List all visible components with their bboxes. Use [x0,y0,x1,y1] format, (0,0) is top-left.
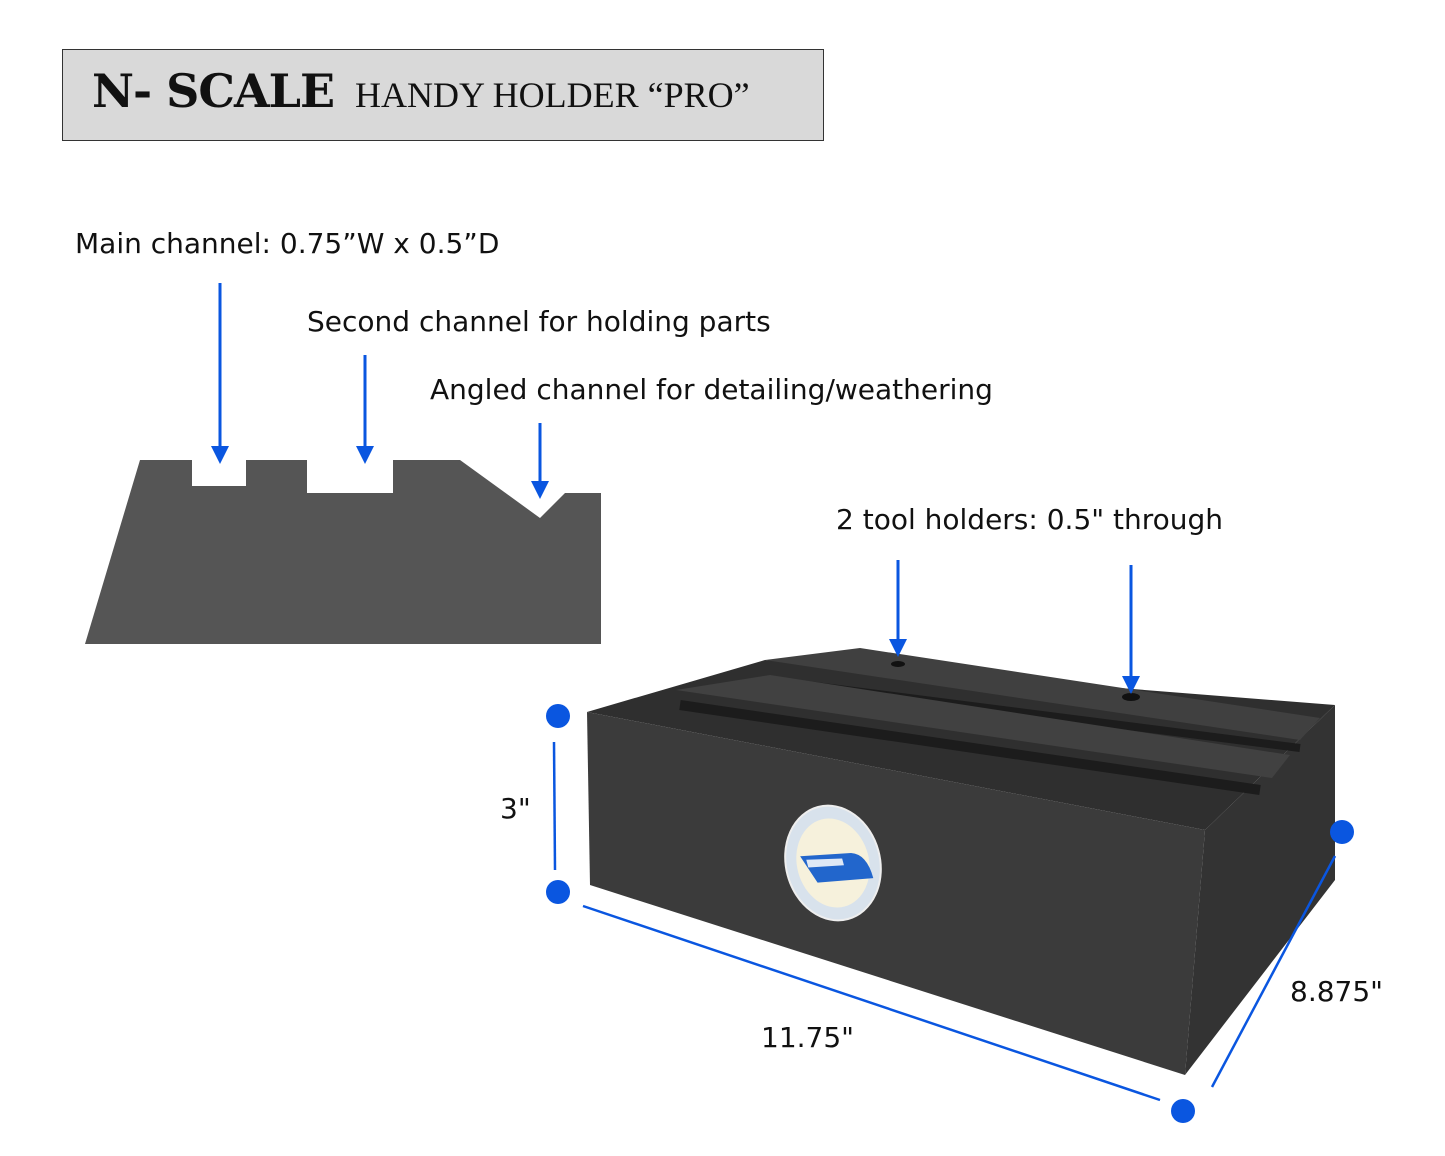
dimension-line-length [582,904,1161,1102]
label-second-channel: Second channel for holding parts [307,305,771,338]
dimension-dot [546,704,570,728]
block-front [587,712,1205,1075]
label-tool-holders: 2 tool holders: 0.5" through [836,503,1224,536]
label-height: 3" [500,792,531,825]
label-length: 11.75" [761,1021,855,1054]
title-box [62,49,824,141]
santa-clarita-logo [784,804,882,922]
block-side [1185,705,1335,1075]
label-depth: 8.875" [1290,975,1384,1008]
dimension-line-height [552,741,557,871]
dimension-dot [1330,820,1354,844]
channel-rear [765,648,1320,740]
dimension-dot [1171,1099,1195,1123]
dimension-dot [546,880,570,904]
label-angled-channel: Angled channel for detailing/weathering [430,373,993,406]
channel-middle [676,675,1290,778]
foam-block-photo [587,648,1335,1075]
tool-hole-1 [891,661,905,667]
title-scale: N- SCALE [92,64,335,118]
profile-cross-section [85,460,601,644]
tool-hole-2 [1122,693,1140,701]
title-product: HANDY HOLDER “PRO” [355,75,750,115]
dimension-line-depth [1210,855,1337,1088]
label-main-channel: Main channel: 0.75”W x 0.5”D [75,227,500,260]
